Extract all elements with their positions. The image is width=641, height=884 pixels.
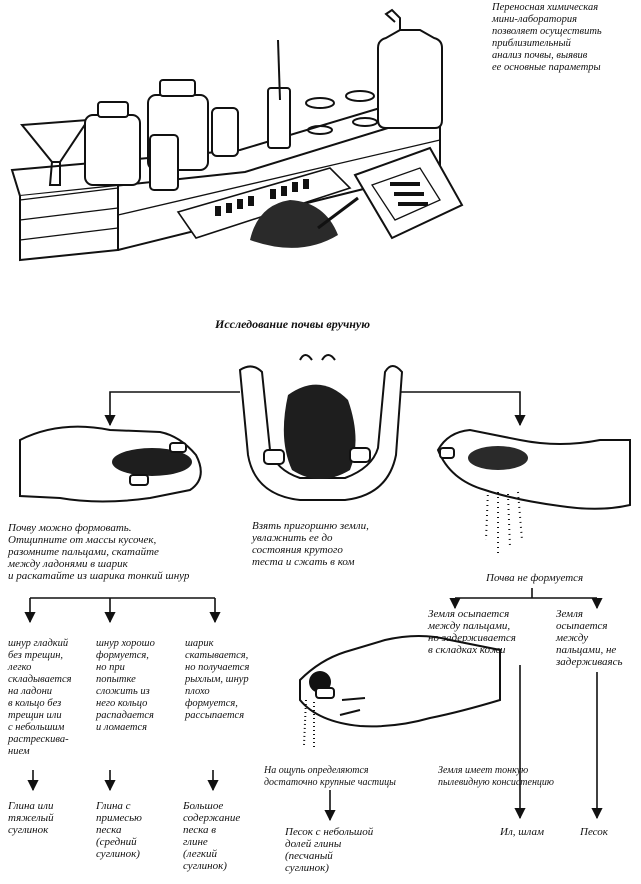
right-hand-illustration	[436, 428, 631, 555]
right-desc-2: Земля осыпается между пальцами, не задер…	[556, 608, 623, 668]
result-sandy-loam: Песок с небольшой долей глины (песчаный …	[285, 826, 374, 874]
left-hand-illustration	[19, 425, 202, 503]
result-sand: Песок	[580, 826, 608, 838]
section-title: Исследование почвы вручную	[215, 317, 370, 331]
left-instruction: Почву можно формовать. Отщипните от масс…	[8, 522, 190, 582]
result-2: Глина с примесью песка (средний суглинок…	[96, 800, 142, 860]
kit-caption: Переносная химическая мини-лаборатория п…	[492, 2, 602, 73]
result-silt: Ил, шлам	[500, 826, 544, 838]
center-instruction: Взять пригоршню земли, увлажнить ее до с…	[252, 520, 369, 568]
result-3: Большое содержание песка в глине (легкий…	[183, 800, 241, 872]
right-desc-1: Земля осыпается между пальцами, но задер…	[428, 608, 516, 656]
touch-coarse-note: На ощупь определяются достаточно крупные…	[264, 765, 396, 788]
lab-kit-illustration	[10, 8, 464, 262]
branch-desc-3: шарик скатывается, но получается рыхлым,…	[185, 638, 250, 721]
hands-with-soil-illustration	[238, 354, 404, 501]
flow-arrows	[24, 391, 603, 822]
branch-desc-1: шнур гладкий без трещин, легко складывае…	[8, 638, 72, 757]
right-label: Почва не формуется	[486, 572, 584, 584]
result-1: Глина или тяжелый суглинок	[8, 800, 54, 836]
middle-hand-illustration	[299, 635, 501, 748]
branch-desc-2: шнур хорошо формуется, но при попытке сл…	[96, 638, 155, 733]
touch-fine-note: Земля имеет тонкую пылевидную консистенц…	[438, 765, 554, 788]
